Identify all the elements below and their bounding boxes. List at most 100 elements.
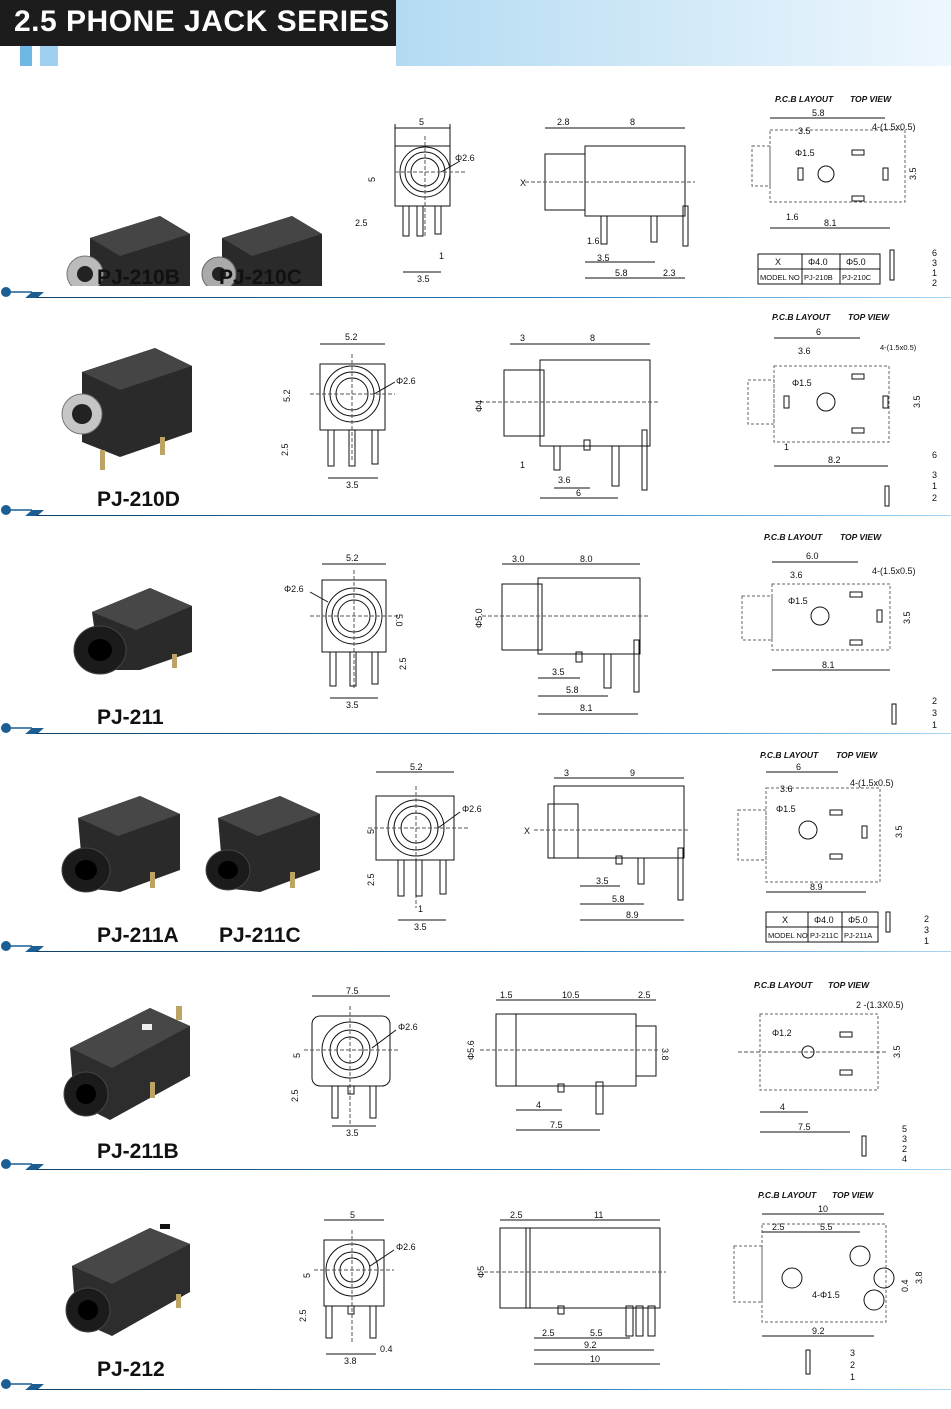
pin-label: 1 [850,1372,855,1382]
product-photo [66,216,190,286]
pin-label: 2 [902,1144,907,1154]
dim-label: 8.1 [580,703,593,713]
dim-label: 7.5 [346,986,359,996]
dim-label: 1.5 [500,990,513,1000]
table-cell: X [775,257,781,267]
section-separator [1,941,951,952]
dim-label: 10 [590,1354,600,1364]
title-box: 2.5 PHONE JACK SERIES [0,0,396,46]
side-view-drawing: 3 8 Φ4 1 3.6 6 [474,333,660,499]
dim-label: Φ2.6 [284,584,304,594]
pin-label: 5 [902,1124,907,1134]
dim-label: 6.0 [806,551,819,561]
dim-label: 3.6 [790,570,803,580]
dim-label: 3.8 [344,1356,357,1366]
dim-label: Φ1.5 [788,596,808,606]
dim-label: 8 [590,333,595,343]
dim-label: 5 [292,1053,302,1058]
dim-label: 8 [630,117,635,127]
dim-label: Φ5.6 [466,1040,476,1060]
dim-label: 3.8 [914,1271,924,1284]
model-name: PJ-210D [97,488,180,511]
top-view-label: TOP VIEW [828,980,870,990]
section-separator [1,1159,951,1170]
dim-label: 3.5 [417,274,430,284]
dim-label: 8.1 [822,660,835,670]
model-name: PJ-210C [219,266,302,289]
pcb-layout-drawing: P.C.B LAYOUT TOP VIEW 6 3.6 4-(1.5x0.5) … [737,750,929,944]
pin-label: 1 [932,720,937,728]
pin-label: 2 [924,914,929,924]
top-view-label: TOP VIEW [840,532,882,542]
front-view-drawing: 5.2 5 2.5 1 3.5 Φ2.6 [366,762,482,932]
pcb-layout-title: P.C.B LAYOUT [772,312,831,322]
dim-label: 5.8 [566,685,579,695]
section-separator [1,287,951,298]
product-section-pj210b: PJ-210B PJ-210C 5 5 2.5 3.5 1 Φ2.6 2.8 8… [0,66,951,289]
table-cell: MODEL NO [768,931,808,940]
dim-label: 7.5 [798,1122,811,1132]
pcb-layout-title: P.C.B LAYOUT [764,532,823,542]
dim-label: 3.5 [552,667,565,677]
pin-label: 1 [932,481,937,491]
dim-label: Φ1.5 [795,148,815,158]
front-view-drawing: 7.5 5 2.5 3.5 Φ2.6 [290,986,418,1138]
dim-label: 8.9 [810,882,823,892]
dim-label: 4-(1.5x0.5) [872,122,916,132]
model-name: PJ-212 [97,1358,165,1381]
dim-label: 3.5 [346,700,359,710]
dim-label: Φ2.6 [396,376,416,386]
product-photo [73,588,192,675]
dim-label: Φ5 [476,1266,486,1278]
dim-label: X [520,178,526,188]
dim-label: 5.8 [615,268,628,278]
model-name: PJ-211A [97,924,179,947]
dim-label: 3.5 [597,253,610,263]
title-accent-bar [20,46,32,66]
dim-label: Φ1.2 [772,1028,792,1038]
dim-label: 5.2 [346,553,359,563]
dim-label: 4 [780,1102,785,1112]
front-view-drawing: 5 5 2.5 3.8 0.4 Φ2.6 [298,1210,416,1366]
pin-label: 2 [932,493,937,503]
section-separator [1,505,951,516]
product-section-pj210d: PJ-210D 5.2 5.2 2.5 3.5 Φ2.6 3 8 Φ4 1 3.… [0,302,951,511]
dim-label: 9 [630,768,635,778]
dim-label: 5.2 [282,389,292,402]
dim-label: 2.3 [663,268,676,278]
model-name: PJ-210B [97,266,180,289]
top-view-label: TOP VIEW [836,750,878,760]
dim-label: 9.2 [812,1326,825,1336]
dim-label: 2.5 [398,657,408,670]
dim-label: 3.5 [346,1128,359,1138]
dim-label: 10.5 [562,990,580,1000]
pcb-layout-title: P.C.B LAYOUT [760,750,819,760]
product-photo [61,796,180,893]
product-section-pj211b: PJ-211B 7.5 5 2.5 3.5 Φ2.6 1.5 10.5 2.5 … [0,956,951,1164]
dim-label: 5.5 [820,1222,833,1232]
side-view-drawing: 1.5 10.5 2.5 Φ5.6 3.8 4 7.5 [466,990,670,1131]
dim-label: 8.2 [828,455,841,465]
dim-label: 5.8 [812,108,825,118]
dim-label: Φ2.6 [455,153,475,163]
pcb-layout-title: P.C.B LAYOUT [754,980,813,990]
dim-label: 5 [366,829,376,834]
pcb-layout-drawing: P.C.B LAYOUT TOP VIEW 5.8 3.5 4-(1.5x0.5… [751,94,937,288]
dim-label: 8.9 [626,910,639,920]
table-cell: Φ5.0 [846,257,866,267]
dim-label: 3.5 [346,480,359,490]
table-cell: PJ-210B [804,273,833,282]
dim-label: 0.4 [380,1344,393,1354]
title-accent-bar [40,46,58,66]
dim-label: 3.5 [908,167,918,180]
dim-label: 2.5 [638,990,651,1000]
dim-label: 2 -(1.3X0.5) [856,1000,904,1010]
pcb-layout-title: P.C.B LAYOUT [775,94,834,104]
pcb-layout-title: P.C.B LAYOUT [758,1190,817,1200]
pcb-layout-drawing: P.C.B LAYOUT TOP VIEW 10 2.5 5.5 4-Φ1.5 … [733,1190,924,1382]
pcb-layout-drawing: P.C.B LAYOUT TOP VIEW 6.0 3.6 4-(1.5x0.5… [741,532,937,728]
product-photo [63,1006,190,1120]
model-name: PJ-211C [219,924,301,947]
dim-label: X [524,826,530,836]
dim-label: 3 [564,768,569,778]
